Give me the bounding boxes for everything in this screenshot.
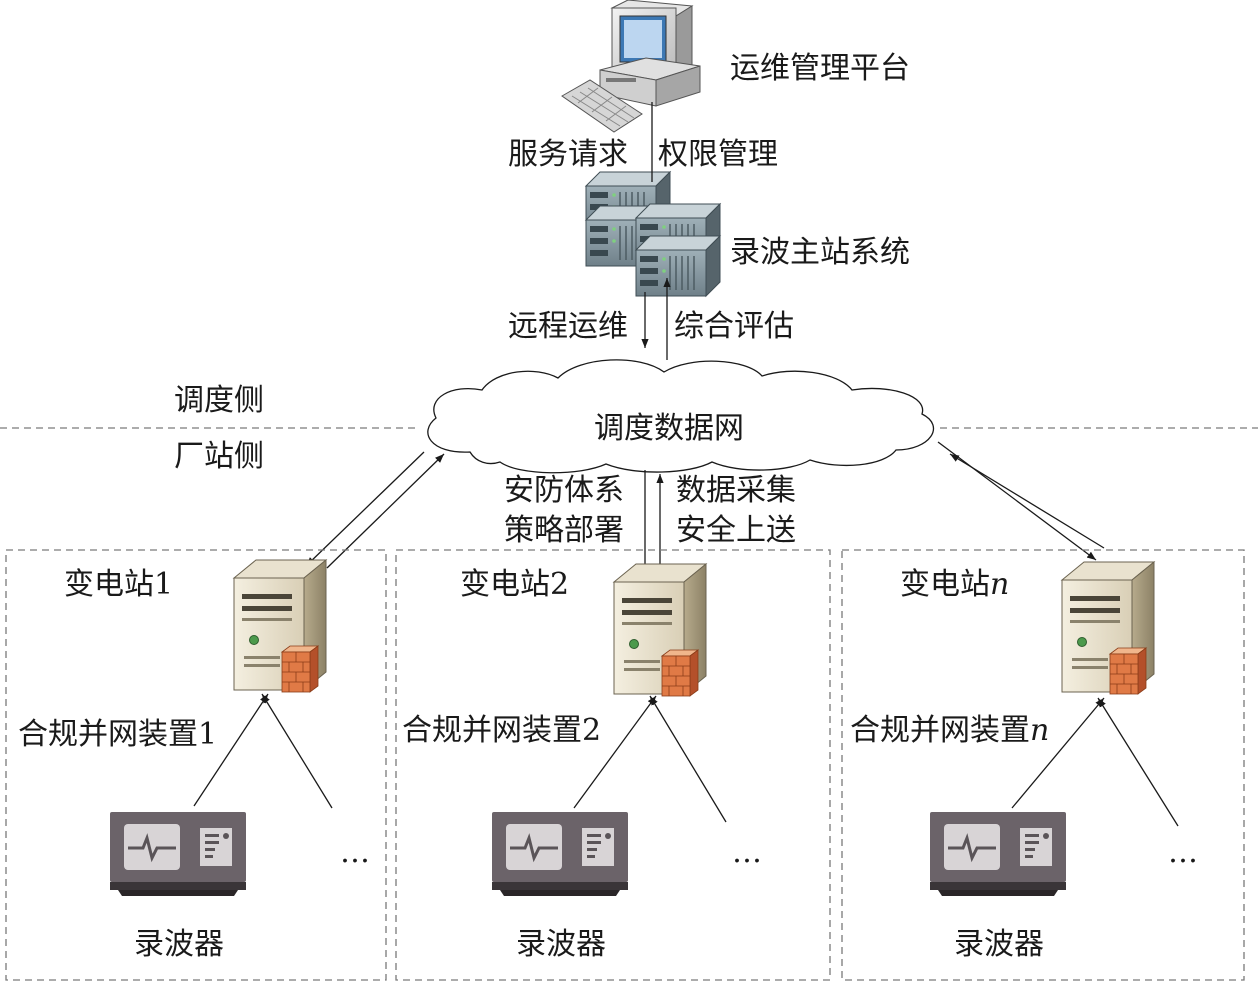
recorder-n-icon [928,810,1068,898]
dispatch-side-label: 调度侧 [174,383,264,418]
device-1-label: 合规并网装置1 [18,717,217,752]
substation-2-name: 变电站2 [460,567,569,602]
link-substation-2 [641,470,664,578]
plant-side-label: 厂站侧 [174,439,264,474]
recorder-1-icon [108,810,248,898]
substation-1-box [5,549,387,981]
substation-1-name: 变电站1 [64,567,173,602]
service-request-label: 服务请求 [508,137,628,172]
recorder-2-icon [490,810,630,898]
master-station-label: 录波主站系统 [730,235,910,270]
platform-label: 运维管理平台 [730,51,910,86]
cloud-network-icon [427,359,935,474]
computer-icon [561,0,701,133]
remote-ops-label: 远程运维 [508,309,628,344]
substation-n-name: 变电站n [900,567,1009,602]
ellipsis-1: … [340,835,370,870]
recorder-n-label: 录波器 [954,927,1044,962]
recorder-links-n [1011,697,1179,827]
substation-1-server-icon [233,559,327,693]
strategy-deploy-label: 策略部署 [504,513,624,548]
recorder-links-2 [573,695,727,823]
substation-n-box [841,549,1245,981]
recorder-2-label: 录波器 [516,927,606,962]
link-substation-1 [305,451,445,569]
device-n-label: 合规并网装置n [850,713,1049,748]
substation-2-server-icon [613,563,707,697]
master-station-server-icon [585,171,721,297]
link-substation-n [937,441,1105,561]
recorder-1-label: 录波器 [134,927,224,962]
ellipsis-2: … [732,835,762,870]
comprehensive-eval-label: 综合评估 [674,309,794,344]
security-system-label: 安防体系 [504,473,624,508]
permission-mgmt-label: 权限管理 [658,137,778,172]
network-label: 调度数据网 [594,411,744,446]
secure-upload-label: 安全上送 [676,513,796,548]
substation-n-server-icon [1061,561,1155,695]
ellipsis-n: … [1168,835,1198,870]
data-collection-label: 数据采集 [676,473,796,508]
recorder-links-1 [193,693,333,809]
device-2-label: 合规并网装置2 [402,713,601,748]
substation-2-box [395,549,831,981]
